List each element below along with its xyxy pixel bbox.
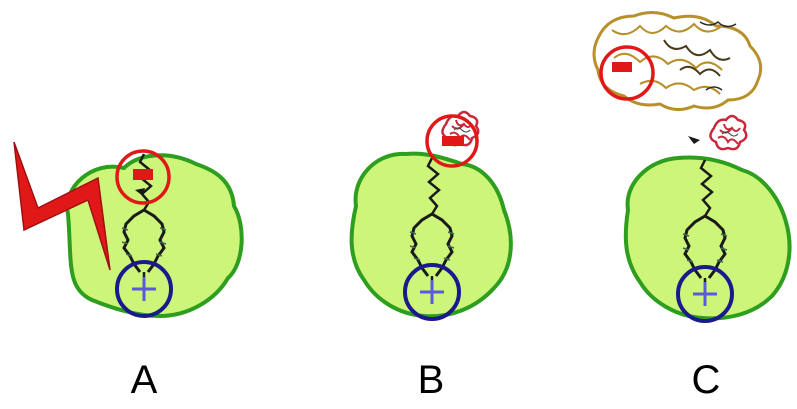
protein-complex-icon bbox=[592, 11, 763, 111]
panel-b bbox=[349, 110, 513, 321]
plus-charge-icon bbox=[403, 263, 461, 321]
panel-label-b: B bbox=[417, 358, 445, 402]
cell-body bbox=[623, 155, 792, 321]
cell-body bbox=[65, 153, 244, 319]
plus-charge-icon bbox=[676, 265, 734, 323]
arrow-icon bbox=[135, 188, 145, 196]
minus-charge-icon bbox=[599, 45, 655, 101]
panel-a bbox=[13, 141, 244, 319]
plus-charge-icon bbox=[115, 260, 173, 318]
panel-c bbox=[592, 11, 792, 323]
panel-label-a: A bbox=[130, 358, 158, 402]
minus-charge-icon bbox=[115, 149, 171, 205]
panel-label-c: C bbox=[691, 358, 721, 402]
protein-structure-icon bbox=[709, 114, 748, 151]
cell-body bbox=[349, 151, 513, 319]
lightning-icon bbox=[13, 141, 111, 271]
arrow-icon bbox=[688, 136, 700, 144]
minus-charge-icon bbox=[425, 114, 479, 168]
